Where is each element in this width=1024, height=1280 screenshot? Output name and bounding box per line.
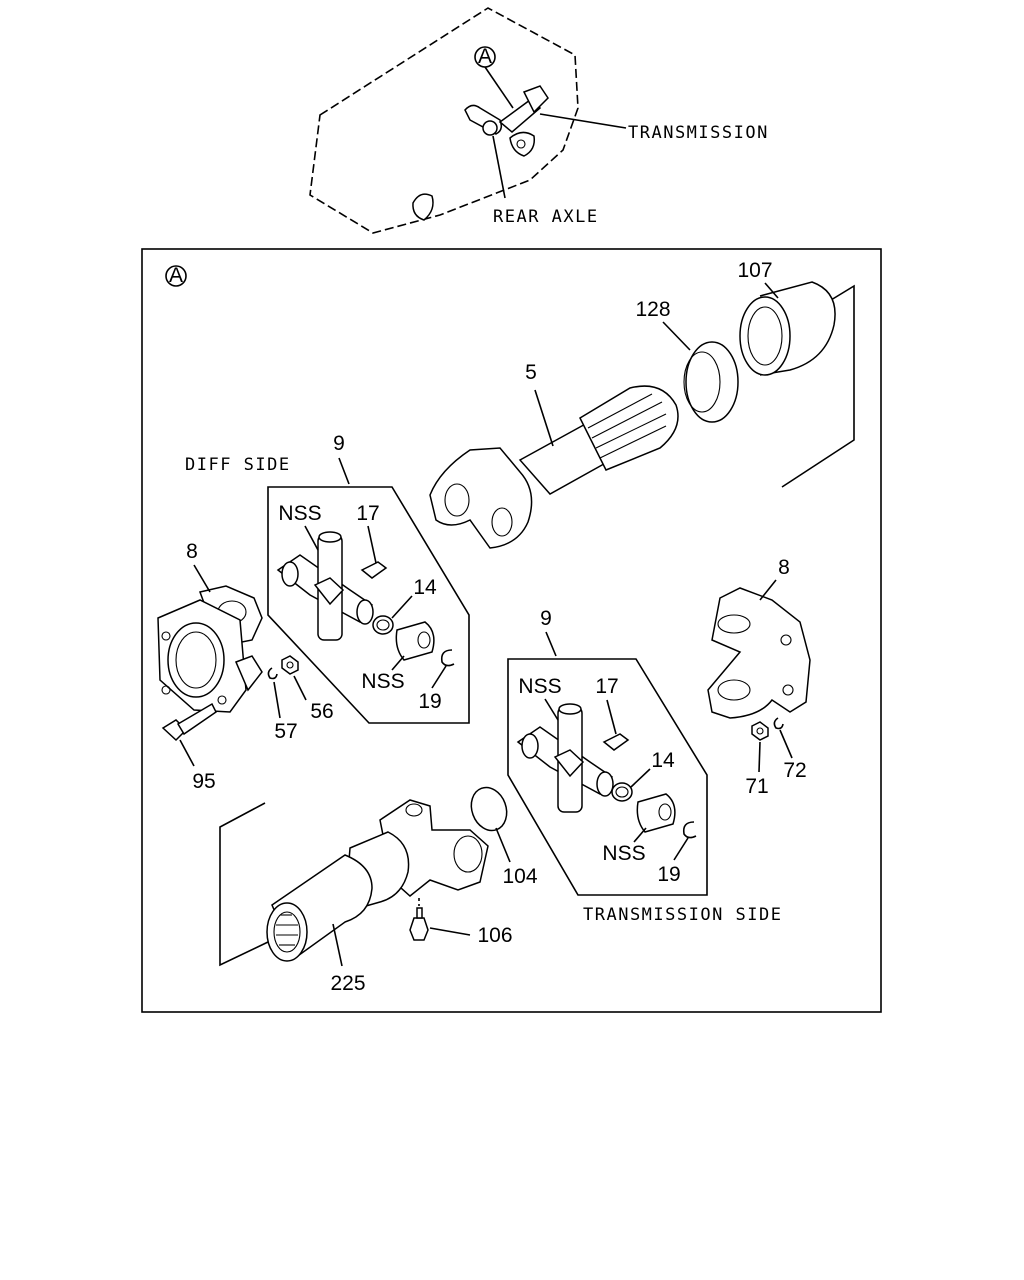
rear-axle-label: REAR AXLE <box>493 207 599 227</box>
callout-225: 225 <box>330 972 365 995</box>
callout-14-trans: 14 <box>651 749 675 772</box>
trans-kit-outline <box>507 658 708 896</box>
part-72-washer <box>773 717 784 730</box>
part-106-grease-fitting <box>409 907 429 941</box>
part-5-shaft-yoke <box>429 385 679 549</box>
callout-19-diff: 19 <box>418 690 441 713</box>
detail-circle-marker <box>165 265 187 287</box>
callout-nss-trans-1: NSS <box>518 675 561 698</box>
diff-snap-ring-19 <box>440 649 455 667</box>
part-56-nut <box>281 655 299 675</box>
callout-95: 95 <box>192 770 215 793</box>
overview-driveshaft <box>464 85 549 157</box>
callout-17-trans: 17 <box>595 675 618 698</box>
callout-128: 128 <box>635 298 670 321</box>
callout-9-trans: 9 <box>540 607 552 630</box>
callout-107: 107 <box>737 259 772 282</box>
diff-kit-outline <box>267 486 470 724</box>
callout-9-diff: 9 <box>333 432 345 455</box>
part-225-slip-yoke <box>266 799 489 962</box>
callout-56: 56 <box>310 700 333 723</box>
callout-106: 106 <box>477 924 512 947</box>
callout-nss-diff-2: NSS <box>361 670 404 693</box>
callout-14-diff: 14 <box>413 576 437 599</box>
diff-bearing-cup <box>395 621 435 661</box>
part-71-nut <box>751 721 769 741</box>
overview-marker-letter: A <box>478 45 492 68</box>
detail-frame <box>141 248 882 1013</box>
diff-seal-14 <box>372 615 394 635</box>
part-8-right-yoke <box>707 587 811 719</box>
vehicle-outline <box>309 7 579 234</box>
callout-8-right: 8 <box>778 556 790 579</box>
callout-nss-diff-1: NSS <box>278 502 321 525</box>
transmission-label: TRANSMISSION <box>628 123 769 143</box>
vehicle-overview: A TRANSMISSION REAR AXLE <box>309 7 769 234</box>
detail-marker-letter: A <box>169 264 183 287</box>
wheel-shape <box>412 193 434 221</box>
callout-104: 104 <box>502 865 537 888</box>
callout-nss-trans-2: NSS <box>602 842 645 865</box>
trans-universal-joint <box>516 703 630 813</box>
part-107-sleeve <box>739 281 836 376</box>
part-8-left-flange-yoke <box>157 585 263 713</box>
part-57-washer <box>267 667 278 680</box>
transmission-side-label: TRANSMISSION SIDE <box>583 905 783 925</box>
callout-19-trans: 19 <box>657 863 680 886</box>
callout-17-diff: 17 <box>356 502 379 525</box>
callout-8-left: 8 <box>186 540 198 563</box>
part-128-seal <box>683 341 739 423</box>
callout-72: 72 <box>783 759 806 782</box>
callout-71: 71 <box>745 775 768 798</box>
diff-universal-joint <box>276 531 388 641</box>
trans-seal-14 <box>611 782 633 802</box>
callout-57: 57 <box>274 720 297 743</box>
diff-side-label: DIFF SIDE <box>185 455 291 475</box>
callout-5: 5 <box>525 361 537 384</box>
part-95-bolt <box>161 702 217 742</box>
part-104-cap <box>470 786 508 832</box>
trans-bearing-cup <box>636 793 676 833</box>
trans-snap-ring-19 <box>682 821 697 839</box>
